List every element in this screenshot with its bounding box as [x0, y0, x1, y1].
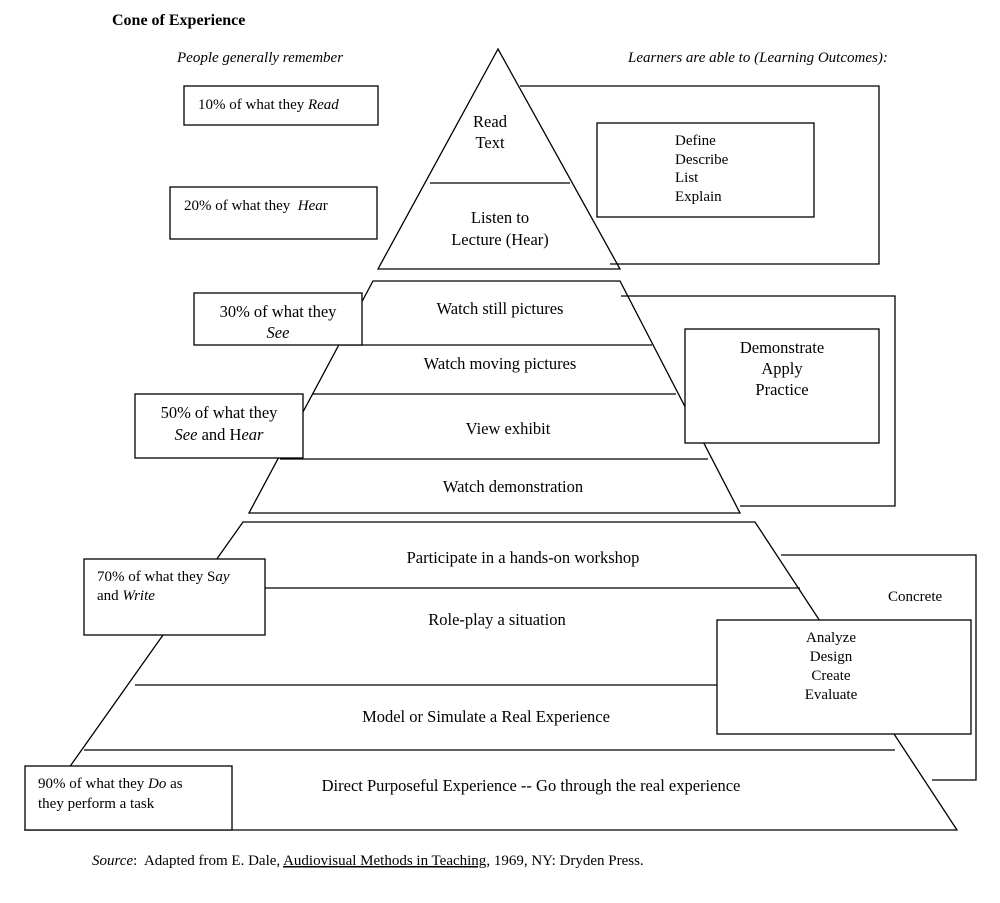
svg-text:50% of what they: 50% of what they — [161, 403, 279, 422]
pyramid-middle-section: Watch still pictures Watch moving pictur… — [247, 280, 742, 514]
layer-read-text-line1: Read — [473, 112, 508, 131]
outcome-list: List — [675, 170, 699, 186]
remember-box-read: 10% of what they Read — [183, 85, 379, 126]
remember-box-say-write: 70% of what they Say and Write — [83, 558, 266, 636]
svg-text:they perform a task: they perform a task — [38, 796, 155, 812]
layer-hands-on-workshop: Participate in a hands-on workshop — [407, 548, 640, 567]
right-heading: Learners are able to (Learning Outcomes)… — [627, 50, 888, 66]
pyramid-top-section: Read Text Listen to Lecture (Hear) — [376, 47, 622, 270]
outcome-create: Create — [811, 668, 850, 684]
layer-listen-line2: Lecture (Hear) — [451, 230, 549, 249]
outcome-describe: Describe — [675, 152, 729, 168]
outcome-define: Define — [675, 133, 716, 149]
middle-outcome-bracket — [621, 295, 896, 507]
remember-box-see: 30% of what they See — [193, 292, 363, 346]
outcome-box-bottom: Analyze Design Create Evaluate — [716, 619, 972, 735]
bottom-outcome-bracket — [781, 554, 977, 781]
concrete-label: Concrete — [888, 589, 942, 605]
remember-box-do: 90% of what they Do as they perform a ta… — [24, 765, 233, 831]
outcome-evaluate: Evaluate — [805, 687, 858, 703]
svg-text:See: See — [267, 323, 290, 342]
left-heading: People generally remember — [176, 50, 343, 66]
layer-model-simulate: Model or Simulate a Real Experience — [362, 707, 610, 726]
source-citation: Source: Adapted from E. Dale, Audiovisua… — [92, 853, 644, 869]
svg-text:70% of what they Say: 70% of what they Say — [97, 569, 230, 585]
layer-watch-still-pictures: Watch still pictures — [437, 299, 564, 318]
layer-view-exhibit: View exhibit — [466, 419, 551, 438]
top-outcome-bracket — [520, 85, 880, 265]
layer-watch-moving-pictures: Watch moving pictures — [424, 354, 577, 373]
outcome-explain: Explain — [675, 189, 722, 205]
remember-box-hear: 20% of what they Hear — [169, 186, 378, 240]
layer-watch-demonstration: Watch demonstration — [443, 477, 583, 496]
outcome-box-top: Define Describe List Explain — [596, 122, 815, 218]
layer-role-play: Role-play a situation — [428, 610, 565, 629]
svg-text:30% of what they: 30% of what they — [220, 302, 338, 321]
layer-listen-line1: Listen to — [471, 208, 529, 227]
outcome-box-middle: Demonstrate Apply Practice — [684, 328, 880, 444]
svg-text:10% of what they Read: 10% of what they Read — [198, 97, 339, 113]
svg-text:and Write: and Write — [97, 588, 155, 604]
outcome-analyze: Analyze — [806, 630, 856, 646]
svg-text:See and Hear: See and Hear — [175, 425, 264, 444]
diagram-title: Cone of Experience — [112, 12, 245, 29]
remember-box-see-hear: 50% of what they See and Hear — [134, 393, 304, 459]
svg-text:20% of what they Hear: 20% of what they Hear — [184, 198, 328, 214]
outcome-practice: Practice — [755, 380, 808, 399]
layer-read-text-line2: Text — [475, 133, 505, 152]
svg-text:90% of what they Do as: 90% of what they Do as — [38, 776, 183, 792]
outcome-demonstrate: Demonstrate — [740, 338, 824, 357]
layer-direct-purposeful: Direct Purposeful Experience -- Go throu… — [322, 776, 741, 795]
outcome-design: Design — [810, 649, 853, 665]
pyramid-bottom-section: Participate in a hands-on workshop Role-… — [23, 521, 959, 831]
outcome-apply: Apply — [761, 359, 803, 378]
